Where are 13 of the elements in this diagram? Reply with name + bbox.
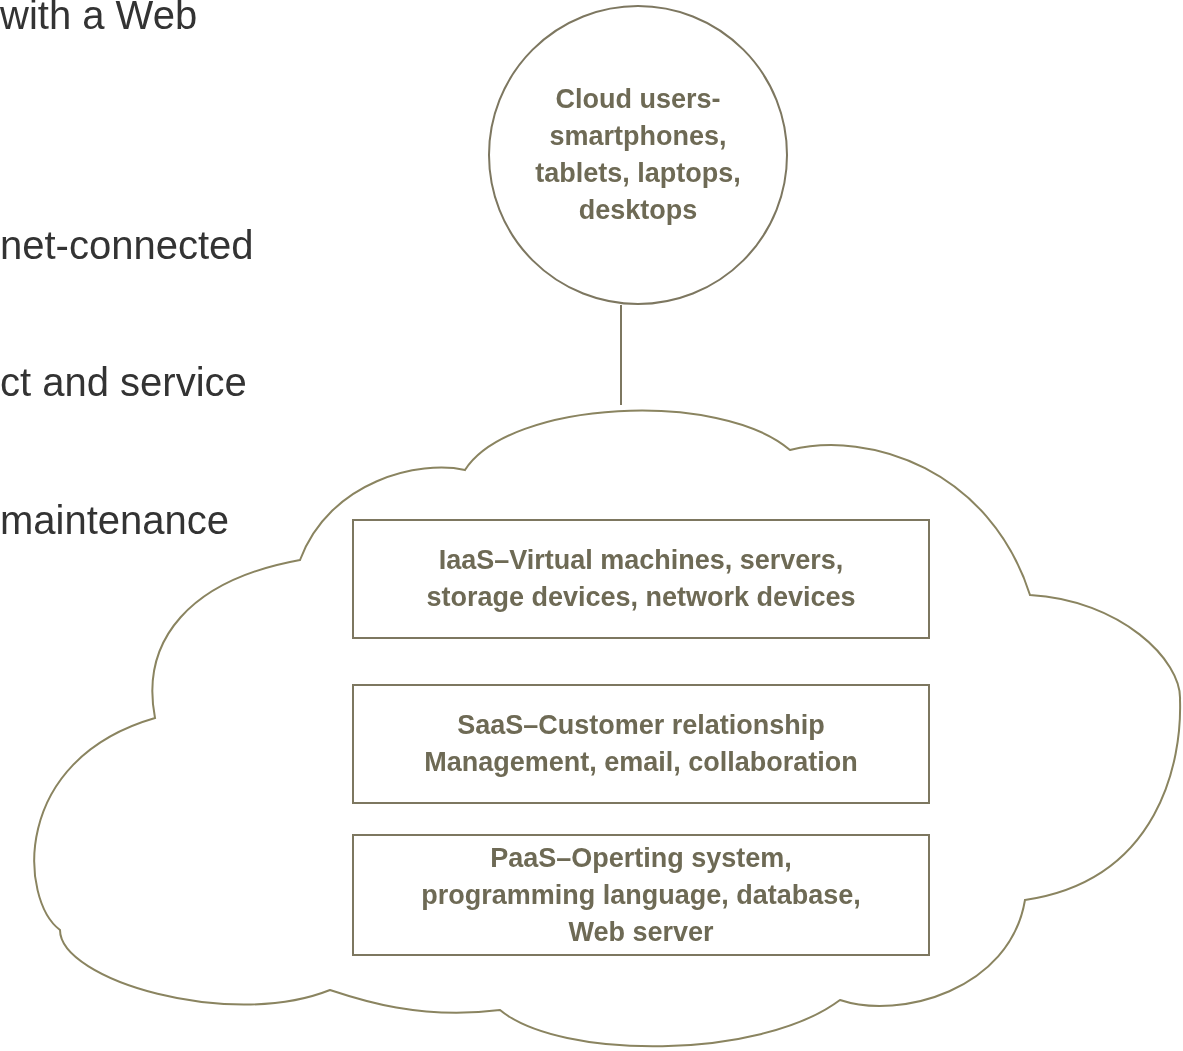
node-text: PaaS–Operting system, programming language, database, Web server — [420, 841, 862, 949]
text-fragment: net-connected — [0, 225, 254, 265]
text-fragment: ct and service — [0, 362, 247, 402]
node-text: IaaS–Virtual machines, servers, storage devices, network devices — [425, 544, 857, 614]
node-text: SaaS–Customer relationship Management, email, collaboration — [423, 709, 859, 779]
layer-box — [352, 684, 930, 804]
text-fragment: with a Web — [0, 0, 198, 35]
layer-box — [352, 834, 930, 956]
connector-line — [620, 304, 622, 406]
layer-box — [352, 519, 930, 639]
text-fragment: maintenance — [0, 500, 230, 540]
circle-node — [488, 5, 788, 305]
node-text: Cloud users- smartphones, tablets, laptops, desktops — [534, 83, 742, 227]
